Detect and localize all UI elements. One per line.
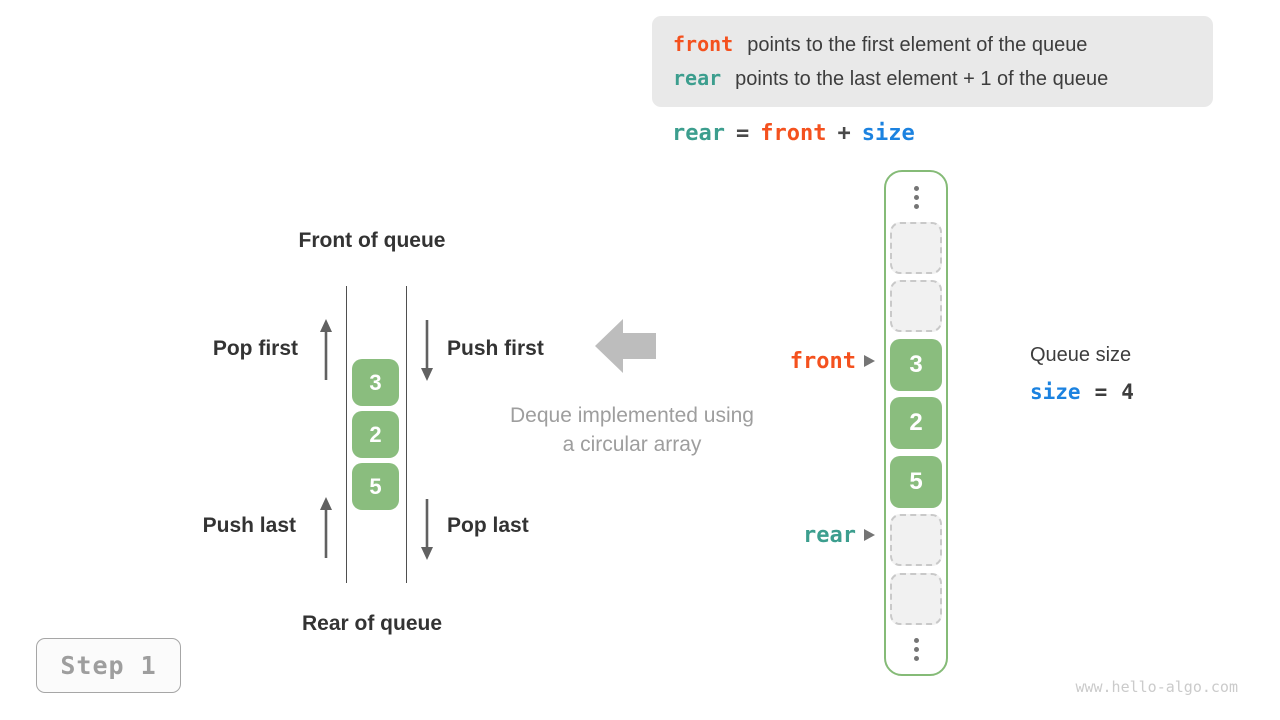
rear-pointer-arrow-icon — [864, 529, 875, 541]
array-cell-empty — [890, 280, 942, 332]
size-variable: size — [1030, 380, 1081, 404]
front-of-queue-title: Front of queue — [298, 229, 446, 252]
push-first-down-arrow-icon — [421, 320, 433, 381]
pop-first-up-arrow-icon — [320, 319, 332, 380]
array-cell-value: 2 — [890, 397, 942, 449]
array-cell-empty — [890, 221, 942, 274]
push-first-label: Push first — [447, 337, 544, 360]
formula-size: size — [861, 121, 915, 146]
queue-size-equation: size = 4 — [1030, 380, 1134, 404]
size-equals: = — [1094, 380, 1108, 404]
rear-keyword: rear — [673, 66, 722, 90]
front-keyword: front — [673, 32, 734, 56]
ellipsis-icon — [913, 179, 919, 215]
pop-first-label: Pop first — [212, 337, 298, 360]
diagram-caption: Deque implemented using a circular array — [492, 401, 772, 459]
front-pointer: front — [745, 348, 875, 374]
pop-last-label: Pop last — [447, 514, 529, 537]
push-last-label: Push last — [202, 514, 296, 537]
queue-size-title: Queue size — [1030, 344, 1132, 366]
size-value: 4 — [1121, 380, 1134, 404]
queue-left-wall — [346, 286, 347, 583]
queue-cell: 3 — [352, 359, 399, 406]
queue-value-cells: 3 2 5 — [352, 359, 399, 510]
rear-definition-text: points to the last element + 1 of the qu… — [735, 68, 1109, 90]
website-watermark: www.hello-algo.com — [1075, 678, 1238, 696]
array-cell-value: 3 — [890, 338, 942, 391]
step-badge: Step 1 — [36, 638, 181, 693]
front-pointer-label: front — [789, 348, 856, 374]
queue-right-wall — [406, 286, 407, 583]
ellipsis-icon — [913, 631, 919, 667]
rear-definition-line: rear points to the last element + 1 of t… — [673, 66, 1213, 91]
rear-pointer-label: rear — [803, 522, 856, 548]
front-pointer-arrow-icon — [864, 355, 875, 367]
front-definition-line: front points to the first element of the… — [673, 32, 1213, 57]
array-cell-empty — [890, 514, 942, 566]
formula-equals: = — [735, 121, 750, 146]
queue-cell: 5 — [352, 463, 399, 510]
rear-of-queue-title: Rear of queue — [301, 612, 443, 635]
caption-line-2: a circular array — [562, 433, 702, 456]
pop-last-down-arrow-icon — [421, 499, 433, 560]
formula-plus: + — [837, 121, 851, 146]
formula-front: front — [760, 121, 827, 146]
rear-pointer: rear — [745, 522, 875, 548]
left-block-arrow-icon — [595, 319, 656, 373]
caption-line-1: Deque implemented using — [510, 404, 754, 427]
rear-formula: rear = front + size — [672, 121, 915, 146]
circular-array: 3 2 5 — [884, 170, 948, 676]
formula-rear: rear — [672, 121, 725, 146]
queue-cell: 2 — [352, 411, 399, 458]
pointer-definitions-box: front points to the first element of the… — [652, 16, 1213, 107]
array-cell-empty — [890, 572, 942, 625]
front-definition-text: points to the first element of the queue — [747, 34, 1088, 56]
array-cell-value: 5 — [890, 455, 942, 508]
push-last-up-arrow-icon — [320, 497, 332, 558]
